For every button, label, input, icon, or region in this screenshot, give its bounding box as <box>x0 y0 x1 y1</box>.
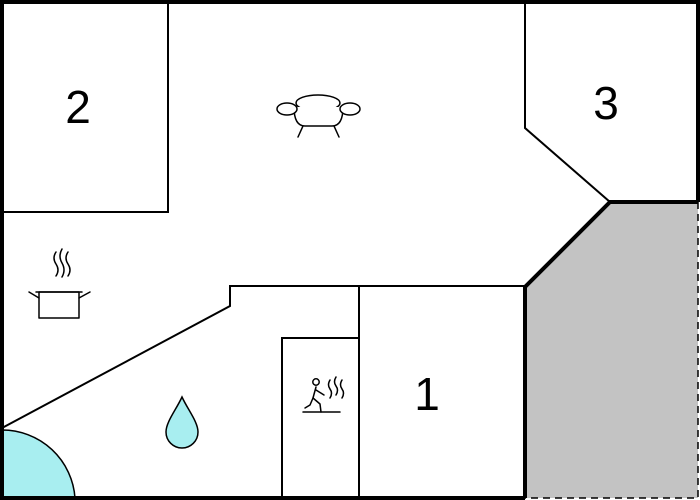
room-3-label: 3 <box>593 77 619 129</box>
terrace-wall <box>523 200 698 498</box>
terrace-area <box>525 202 698 498</box>
room-1-label: 1 <box>414 368 440 420</box>
sofa-icon <box>276 94 361 138</box>
sauna-icon <box>302 376 345 413</box>
interior-walls <box>1 2 611 498</box>
pool-area <box>1 429 76 499</box>
water-drop-icon <box>165 395 199 449</box>
room-2-label: 2 <box>65 81 91 133</box>
terrace-dashed-edge <box>525 202 699 499</box>
cooking-pot-icon <box>28 248 91 319</box>
